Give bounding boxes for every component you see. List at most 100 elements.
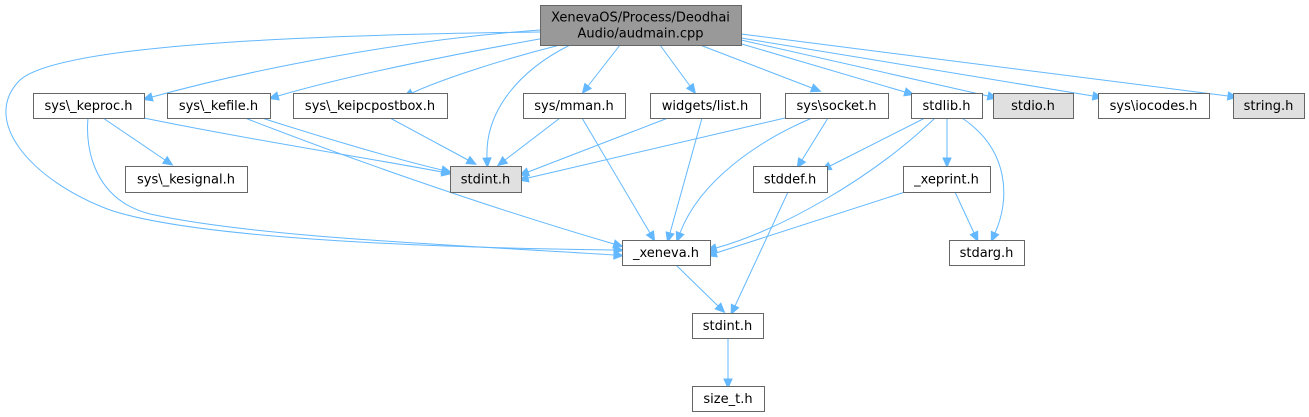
node-label: stddef.h (764, 173, 816, 188)
node-string[interactable]: string.h (1233, 93, 1305, 119)
node-box (125, 166, 248, 193)
node-label: stdlib.h (923, 99, 971, 114)
node-keipc[interactable]: sys\_keipcpostbox.h (293, 93, 448, 119)
edge-list-to-xeneva (665, 117, 703, 243)
node-box (993, 93, 1074, 119)
node-box (785, 93, 889, 119)
node-stdint[interactable]: stdint.h (692, 313, 764, 339)
node-box (293, 93, 448, 119)
arrow-head-icon (612, 239, 624, 249)
edge-stdlib-to-stddef (820, 117, 926, 171)
arrow-head-icon (796, 157, 807, 169)
node-label: Audio/audmain.cpp (577, 27, 703, 42)
node-stdio[interactable]: stdio.h (993, 93, 1074, 119)
node-label: sys\socket.h (796, 99, 876, 114)
node-box (692, 386, 765, 412)
edge-line (527, 117, 786, 179)
arrow-head-icon (161, 155, 174, 166)
node-label: XenevaOS/Process/Deodhai (551, 11, 730, 26)
arrow-head-icon (482, 157, 492, 169)
node-iocodes[interactable]: sys\iocodes.h (1098, 93, 1210, 119)
edge-line (581, 117, 651, 234)
node-label: _xeneva.h (632, 246, 699, 261)
node-box (622, 240, 711, 266)
node-list[interactable]: widgets/list.h (650, 93, 761, 119)
edge-root-to-iocodes (740, 37, 1104, 101)
edge-line (277, 37, 546, 97)
edge-line (734, 191, 789, 307)
edge-line (389, 117, 469, 161)
node-xeneva[interactable]: _xeneva.h (622, 240, 711, 266)
node-xeprint[interactable]: _xeprint.h (903, 166, 991, 193)
edge-keipc-to-stdint_ext (389, 117, 478, 165)
node-label: stdint.h (703, 319, 752, 334)
edge-xeneva-to-stdint (675, 264, 726, 314)
arrow-head-icon (645, 230, 656, 242)
node-box (450, 166, 522, 193)
edge-line (659, 44, 691, 87)
edge-line (829, 117, 926, 167)
edge-line (699, 44, 813, 89)
edge-stdlib-to-xeprint (942, 118, 952, 169)
edge-keproc-to-kesignal (102, 117, 174, 166)
arrow-head-icon (942, 157, 952, 169)
node-kefile[interactable]: sys\_kefile.h (167, 93, 271, 119)
node-label: sys\_kesignal.h (137, 173, 235, 188)
edge-line (961, 117, 1005, 234)
edge-stdint-to-size_t (723, 338, 733, 390)
arrow-head-icon (142, 92, 154, 102)
arrow-head-icon (440, 165, 452, 175)
node-box (33, 93, 145, 119)
node-kesignal[interactable]: sys\_kesignal.h (125, 166, 248, 193)
node-box (949, 240, 1025, 266)
node-stdlib[interactable]: stdlib.h (911, 93, 983, 119)
node-label: string.h (1244, 99, 1294, 114)
node-stdarg[interactable]: stdarg.h (949, 240, 1025, 266)
node-label: stdarg.h (960, 246, 1014, 261)
edge-mman-to-stdint_ext (496, 117, 561, 167)
node-label: stdint.h (461, 173, 510, 188)
edge-line (679, 117, 813, 234)
edge-line (5, 31, 615, 251)
node-keproc[interactable]: sys\_keproc.h (33, 93, 145, 119)
node-root[interactable]: XenevaOS/Process/DeodhaiAudio/audmain.cp… (540, 5, 742, 46)
node-mman[interactable]: sys/mman.h (523, 93, 626, 119)
edge-root-to-string (740, 33, 1239, 101)
edge-line (261, 117, 443, 171)
edge-root-to-socket (699, 44, 822, 93)
node-label: _xeprint.h (913, 173, 979, 188)
arrow-head-icon (496, 155, 509, 167)
arrow-head-icon (465, 155, 478, 165)
node-label: sys\_keipcpostbox.h (305, 99, 435, 114)
edge-kefile-to-stdint_ext (261, 117, 452, 175)
edge-kefile-to-xeneva (244, 117, 624, 249)
node-stddef[interactable]: stddef.h (753, 166, 828, 193)
edge-keproc-to-xeneva (87, 117, 625, 260)
edge-line (734, 41, 906, 93)
node-stdint_ext[interactable]: stdint.h (450, 166, 522, 193)
arrow-head-icon (675, 230, 685, 243)
edge-line (801, 117, 829, 161)
arrow-head-icon (723, 378, 733, 390)
arrow-head-icon (969, 230, 979, 243)
arrow-head-icon (809, 83, 822, 93)
edge-line (504, 117, 561, 161)
edge-line (740, 33, 1229, 97)
edge-root-to-mman (581, 44, 621, 95)
edge-root-to-list (659, 44, 697, 95)
arrow-head-icon (613, 250, 625, 260)
arrow-head-icon (581, 82, 593, 95)
node-box (1233, 93, 1305, 119)
edge-root-to-xeneva (5, 31, 625, 255)
edge-line (675, 264, 719, 307)
node-label: sys/mman.h (534, 99, 614, 114)
edge-line (151, 29, 541, 98)
node-socket[interactable]: sys\socket.h (785, 93, 889, 119)
node-label: sys\_kefile.h (179, 99, 258, 114)
edge-socket-to-stddef (796, 117, 829, 169)
node-box (650, 93, 761, 119)
node-label: widgets/list.h (662, 99, 748, 114)
node-size_t[interactable]: size_t.h (692, 386, 765, 412)
node-box (692, 313, 764, 339)
